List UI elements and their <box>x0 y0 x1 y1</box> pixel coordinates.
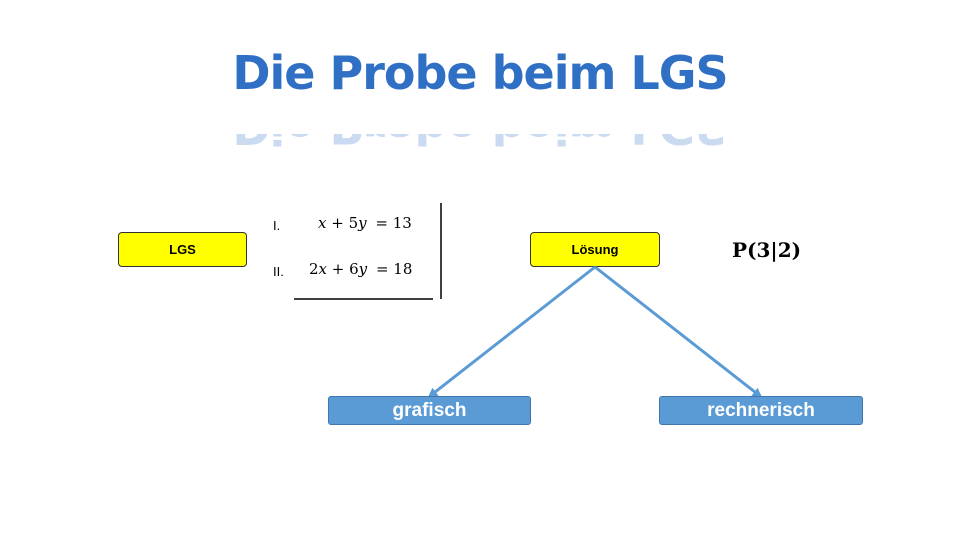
eq2-var-y: y <box>358 260 368 278</box>
eq2-coef-y: + 6 <box>327 260 359 278</box>
eq1-var-y: y <box>358 214 367 232</box>
lgs-label: LGS <box>169 242 196 257</box>
slide-title: Die Probe beim LGS Die Probe beim LGS <box>232 44 728 102</box>
solution-point: P(3|2) <box>732 238 802 262</box>
arrow-to-rechnerisch <box>594 265 763 398</box>
eq1-rhs: = 13 <box>375 214 412 232</box>
rechnerisch-box[interactable]: rechnerisch <box>659 396 863 425</box>
lgs-box[interactable]: LGS <box>118 232 247 267</box>
arrow-to-grafisch <box>427 265 596 398</box>
grafisch-label: grafisch <box>392 399 467 421</box>
slide-title-text: Die Probe beim LGS <box>232 46 728 100</box>
eq1-var-x: x <box>318 214 327 232</box>
equation-2: 2x + 6y = 18 <box>309 260 412 278</box>
title-area: Die Probe beim LGS Die Probe beim LGS <box>0 44 960 102</box>
grafisch-box[interactable]: grafisch <box>328 396 531 425</box>
solution-label: Lösung <box>571 242 619 257</box>
equation-2-number: II. <box>273 264 284 279</box>
eq2-rhs: = 18 <box>375 260 413 278</box>
eq2-var-x: x <box>318 260 328 278</box>
eq2-coef-x: 2 <box>309 260 319 278</box>
eq1-coef: + 5 <box>326 214 359 232</box>
rechnerisch-label: rechnerisch <box>707 399 815 421</box>
equation-1: x + 5y = 13 <box>318 214 412 232</box>
solution-box[interactable]: Lösung <box>530 232 660 267</box>
equation-1-number: I. <box>273 218 281 233</box>
